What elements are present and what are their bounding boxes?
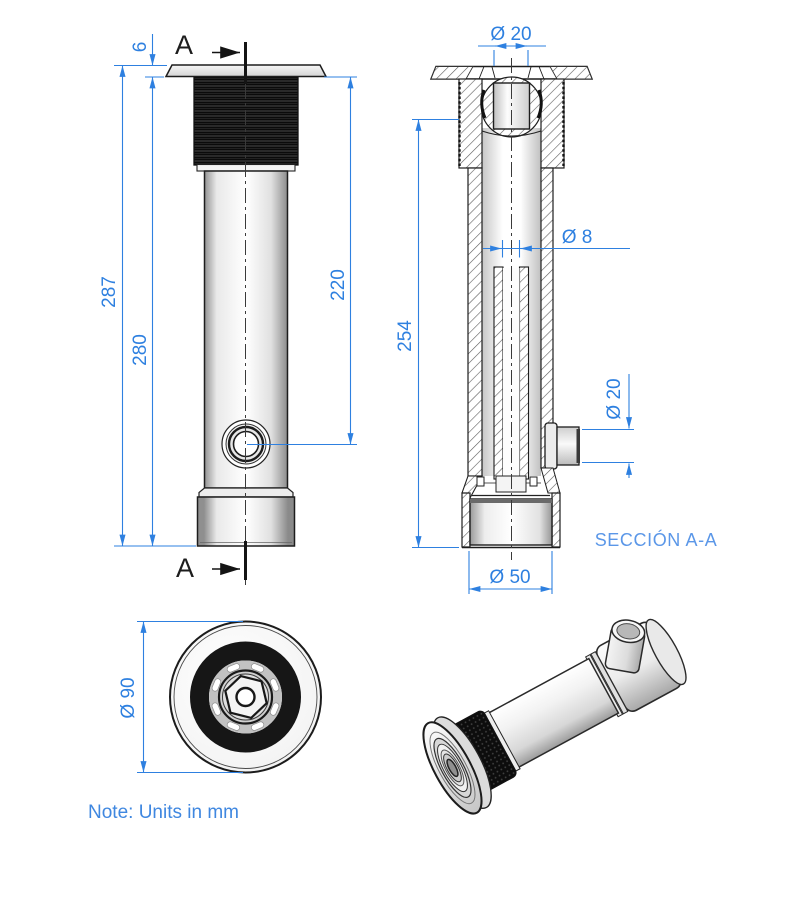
outlet-pipe-face [576, 429, 580, 463]
section-view-title: SECCIÓN A-A [595, 529, 718, 550]
dim-text-280: 280 [130, 334, 151, 366]
dim-inner-dia-ext [483, 240, 630, 258]
dim-text-254: 254 [395, 320, 416, 352]
bearing-dark-ring [190, 641, 301, 753]
threaded-wall-left [458, 78, 483, 169]
dim-outlet-ext [582, 428, 634, 464]
flange-hatch-right [549, 66, 593, 80]
flange-rim-lines [478, 66, 545, 80]
outlet-elbow [544, 422, 558, 470]
dim-90-ext [137, 620, 243, 774]
section-cut-markers: A A [175, 30, 247, 583]
ball-shadow-right [536, 89, 543, 119]
section-label-bottom: A [176, 553, 194, 583]
iso-stub [604, 619, 646, 674]
section-view: Ø 20 254 Ø 8 Ø 20 Ø 50 SECCIÓN A-A [395, 24, 717, 594]
top-view-dimension: Ø 90 [118, 620, 243, 774]
retainer-pin-left [476, 476, 485, 487]
outlet-pipe [556, 426, 580, 466]
iso-end-face [645, 618, 687, 686]
slot-ring-slots [211, 663, 280, 731]
front-view: 6 287 280 220 A A [99, 30, 357, 585]
dim-text-220: 220 [328, 269, 349, 301]
dim-text-outlet-dia: Ø 20 [604, 378, 625, 419]
dim-text-top-dia: Ø 20 [490, 24, 531, 45]
iso-stub-bore [616, 623, 641, 640]
iso-ring-band-2 [590, 650, 629, 715]
section-label-top: A [175, 30, 193, 60]
dim-text-base-dia: Ø 50 [489, 567, 530, 588]
dim-text-90: Ø 90 [118, 677, 139, 718]
flange-inner-ring [173, 625, 318, 769]
iso-center-hole [446, 758, 459, 778]
wall-left [467, 167, 483, 477]
ball-shadow-left [480, 89, 487, 119]
shelf-hatch [540, 467, 561, 494]
dim-top-dia-ext [478, 45, 546, 66]
front-view-dimensions: 6 287 280 220 [99, 34, 357, 547]
dim-text-6: 6 [130, 42, 151, 53]
retainer-pin-right [529, 476, 538, 487]
slot-ring [209, 660, 282, 734]
cup-wall-right [551, 492, 561, 548]
dim-text-287: 287 [99, 276, 120, 308]
section-view-dimensions: Ø 20 254 Ø 8 Ø 20 Ø 50 [395, 24, 634, 594]
top-view: Ø 90 [118, 620, 322, 774]
iso-body [422, 618, 687, 815]
dim-text-inner-dia: Ø 8 [562, 227, 593, 248]
flange-hatch-left [430, 66, 474, 80]
center-hole [235, 686, 256, 708]
inner-tube-wall-left [493, 266, 504, 480]
cup-wall-left [461, 492, 471, 548]
iso-view [422, 618, 687, 815]
inner-tube-wall-right [518, 266, 530, 480]
iso-face-ring [429, 731, 476, 805]
dim-254-ext [412, 118, 459, 549]
units-note: Note: Units in mm [88, 802, 239, 823]
threaded-wall-right [540, 78, 565, 169]
